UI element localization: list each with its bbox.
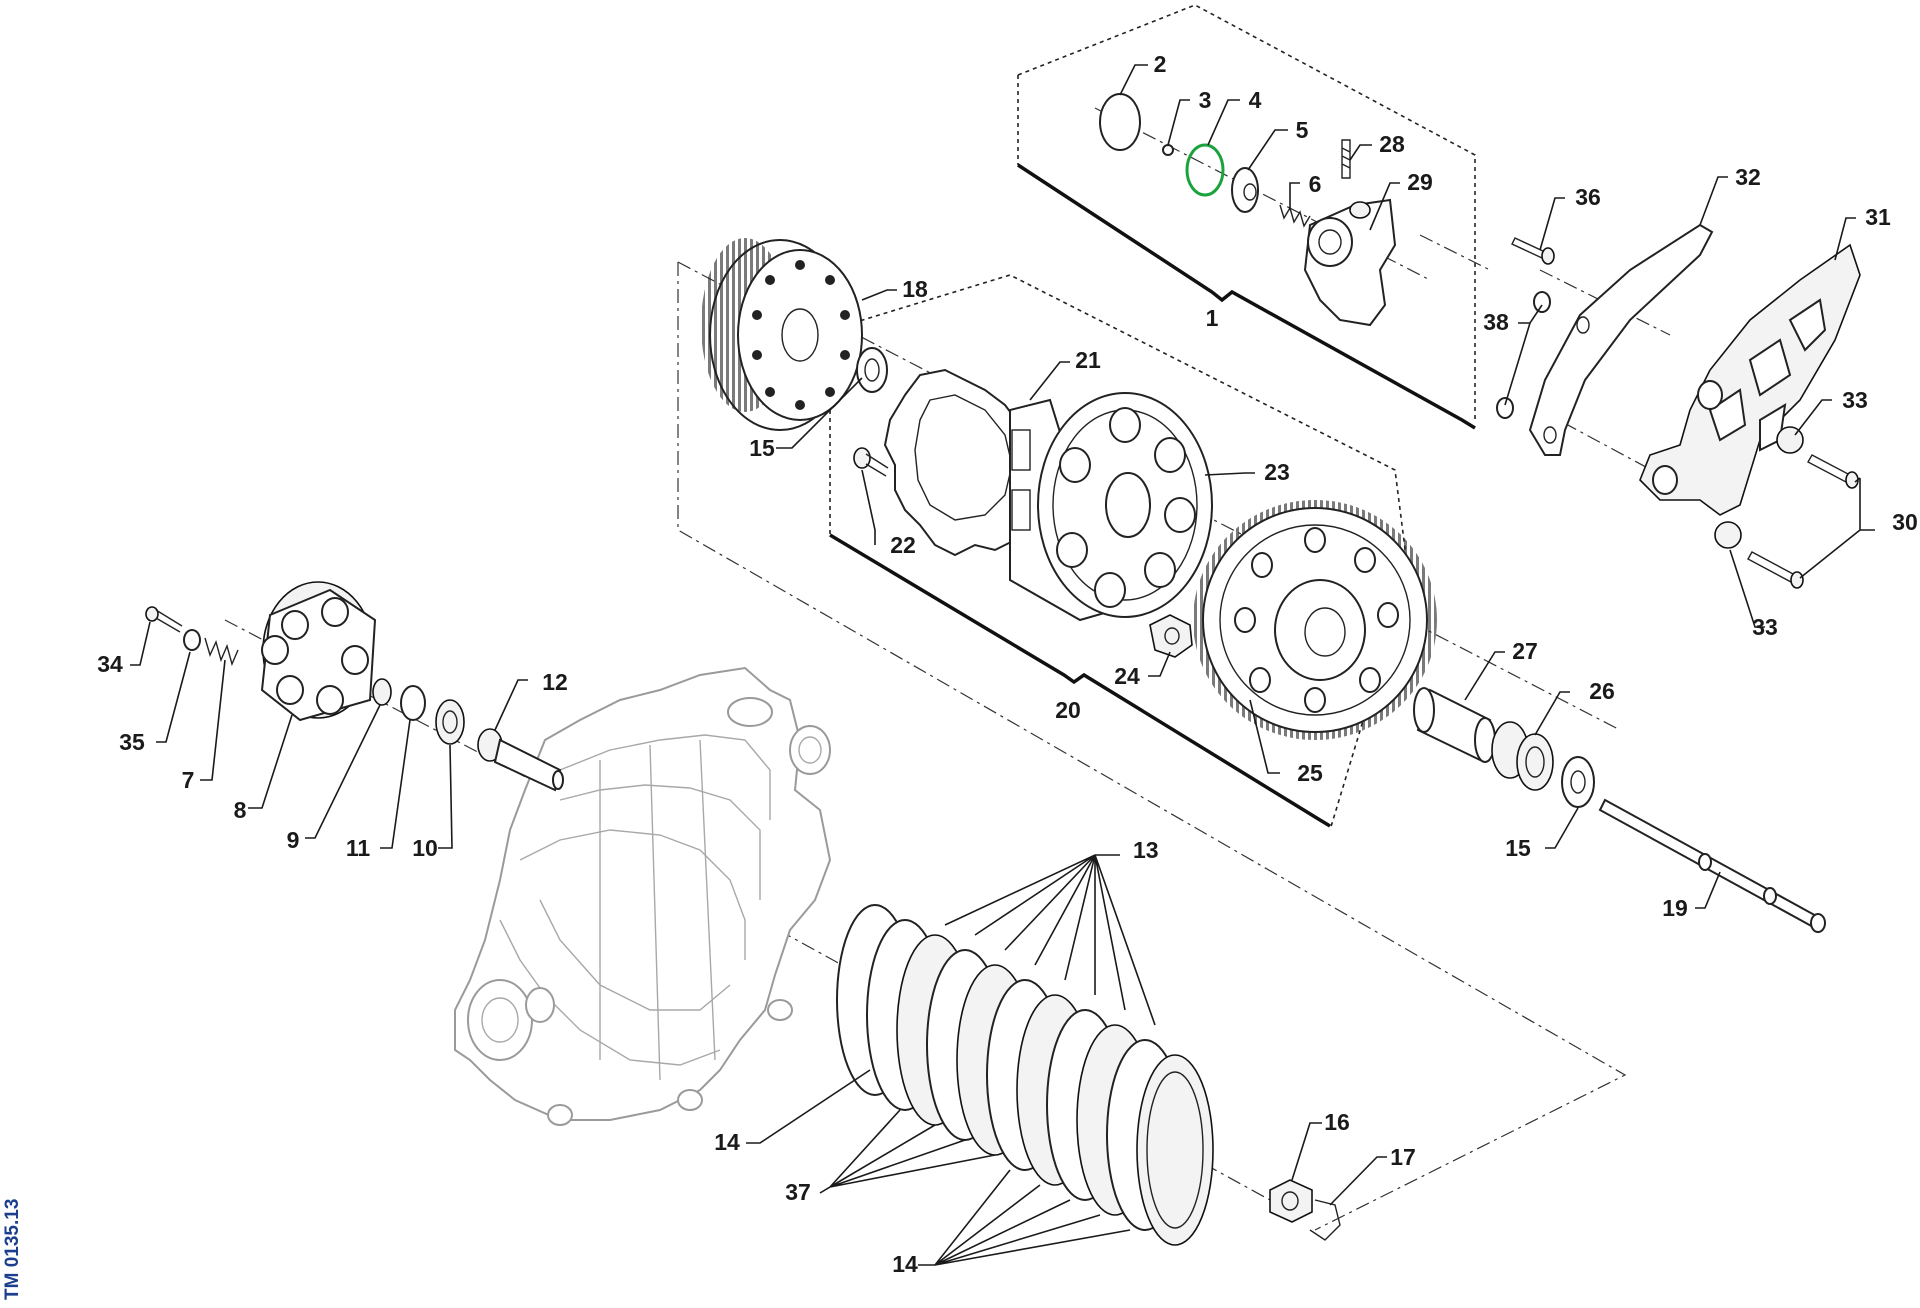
callout-14b: 14 [892,1251,918,1277]
bleed-screw-28 [1341,139,1351,179]
callout-37: 37 [785,1179,811,1205]
washer-11 [400,685,426,721]
callout-20: 20 [1055,697,1081,723]
slave-cylinder-29 [1303,198,1397,327]
bolt-30-lower [1747,551,1804,589]
callout-29: 29 [1407,169,1433,195]
callout-4: 4 [1249,87,1262,113]
callout-22: 22 [890,532,916,558]
washer-15-lower [1561,756,1595,808]
callout-24: 24 [1114,663,1140,689]
callout-11: 11 [346,835,371,861]
callout-23: 23 [1264,459,1290,485]
spring-7 [204,637,239,667]
circlip-2 [1099,93,1141,151]
callout-19: 19 [1662,895,1688,921]
callout-34: 34 [97,651,123,677]
callout-9: 9 [287,827,300,853]
bolt-22 [853,447,889,477]
callout-15a: 15 [749,435,775,461]
pressure-plate-8 [260,581,377,722]
callout-1: 1 [1206,305,1219,331]
callout-5: 5 [1296,117,1309,143]
bolt-36 [1511,237,1555,265]
clutch-disc-pack [836,904,1214,1246]
callout-31: 31 [1865,204,1891,230]
callout-25: 25 [1297,760,1323,786]
callout-26: 26 [1589,678,1615,704]
washer-15-upper [856,347,888,393]
piston-5 [1231,167,1259,213]
spring-6 [1279,204,1311,228]
callout-28: 28 [1379,131,1405,157]
pushrod-12 [477,728,564,792]
callout-labels: 1 2 3 4 5 6 7 8 9 10 11 12 13 14 14 15 1… [97,51,1918,1277]
clutch-cover-housing [454,666,832,1126]
o-ring-4 [1185,143,1225,197]
nut-16 [1269,1179,1313,1223]
bearing-10 [435,699,465,745]
clutch-cover-guard-31 [1639,243,1861,516]
callout-38: 38 [1483,309,1509,335]
callout-35: 35 [119,729,145,755]
callout-3: 3 [1199,87,1212,113]
callout-8: 8 [234,797,247,823]
bushing-27 [1413,687,1496,763]
callout-33b: 33 [1752,614,1778,640]
callout-16: 16 [1324,1109,1350,1135]
pushrod-19 [1598,798,1826,933]
washer-35 [183,629,201,651]
callout-33a: 33 [1842,387,1868,413]
clutch-basket-gear-18 [701,238,863,431]
callout-30: 30 [1892,509,1918,535]
callout-32: 32 [1735,164,1761,190]
circlip-9 [372,678,392,706]
primary-driven-gear-25 [1193,500,1437,740]
callout-13: 13 [1133,837,1159,863]
callout-15b: 15 [1505,835,1531,861]
group-1-outline [1017,4,1476,430]
callout-27: 27 [1512,638,1538,664]
callout-18: 18 [902,276,928,302]
callout-21: 21 [1075,347,1101,373]
bolt-30-upper [1807,454,1859,489]
callout-6: 6 [1309,171,1322,197]
needle-cage-26 [1491,721,1554,791]
gasket-32 [1528,223,1714,456]
bushing-33-lower [1714,521,1742,549]
callout-12: 12 [542,669,568,695]
lock-washer-17 [1309,1199,1341,1241]
washer-38-lower [1496,397,1514,419]
leader-lines [130,64,1875,1266]
callout-17: 17 [1390,1144,1416,1170]
washer-38-upper [1533,291,1551,313]
callout-7: 7 [182,767,195,793]
drawing-code: TM 0135.13 [2,1199,23,1300]
bolt-34 [145,606,183,633]
callout-14a: 14 [714,1129,740,1155]
clutch-drum-23 [1009,392,1213,622]
callout-10: 10 [412,835,438,861]
ball-3 [1162,144,1174,156]
callout-2: 2 [1154,51,1167,77]
callout-36: 36 [1575,184,1601,210]
nut-24 [1149,614,1193,658]
